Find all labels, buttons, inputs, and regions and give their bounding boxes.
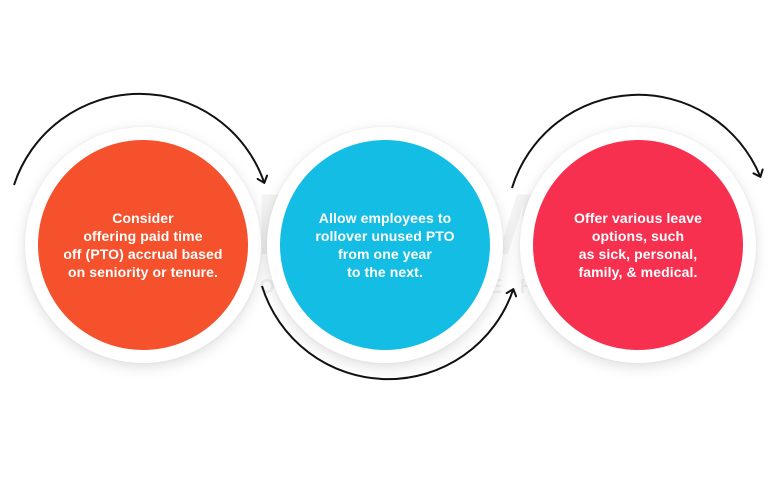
step-2-text: Allow employees to rollover unused PTO f…	[315, 210, 455, 280]
arrow-top-right	[511, 93, 764, 189]
step-1-text: Consider offering paid time off (PTO) ac…	[63, 210, 223, 280]
step-3-circle: Offer various leave options, such as sic…	[533, 140, 743, 350]
arrow-top-left	[13, 92, 269, 186]
step-3-text: Offer various leave options, such as sic…	[574, 210, 702, 280]
step-2-circle: Allow employees to rollover unused PTO f…	[280, 140, 490, 350]
step-1-circle: Consider offering paid time off (PTO) ac…	[38, 140, 248, 350]
arrow-bottom-middle	[261, 285, 518, 381]
